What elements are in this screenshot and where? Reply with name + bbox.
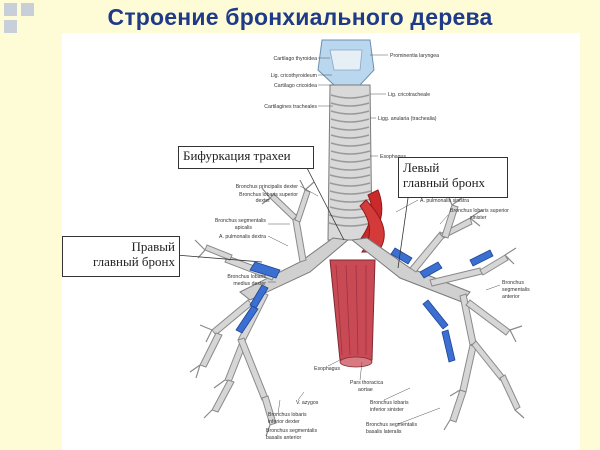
- bronchial-tree-illustration: Cartilago thyroidea Prominentia laryngea…: [175, 39, 530, 441]
- label-ligg-anularia: Ligg. anularia (trachealia): [378, 116, 437, 122]
- pulmonary-vessels-blue: [235, 247, 494, 363]
- label-bronchus-lobaris-superior-sinister-2: sinister: [470, 215, 487, 221]
- label-cartilago-thyroidea: Cartilago thyroidea: [273, 56, 317, 62]
- label-bronchus-segmentalis-anterior-3: anterior: [502, 294, 520, 300]
- label-bronchus-lobaris-superior-dexter-2: dexter: [256, 198, 271, 204]
- corner-decoration: [0, 0, 60, 40]
- label-esophagus-top: Esophagus: [380, 154, 406, 160]
- label-bronchus-lobaris-inferior-dexter-2: inferior dexter: [268, 419, 300, 425]
- label-lig-cricotracheale: Lig. cricotracheale: [388, 92, 430, 98]
- label-esophagus-bottom: Esophagus: [314, 366, 340, 372]
- label-bronchus-segmentalis-basalis-anterior: Bronchus segmentalis: [266, 428, 317, 434]
- label-bronchus-segmentalis-anterior: Bronchus: [502, 280, 524, 286]
- label-pars-thoracica-aortae: Pars thoracica: [350, 380, 383, 386]
- left-bronchial-branches: [409, 204, 521, 423]
- label-pars-thoracica-aortae-2: aortae: [358, 387, 373, 393]
- bronchiole-twigs: [189, 179, 525, 437]
- label-bronchus-lobaris-inferior-sinister: Bronchus lobaris: [370, 400, 409, 406]
- label-a-pulmonalis-dextra: A. pulmonalis dextra: [219, 234, 266, 240]
- slide-title: Строение бронхиального дерева: [107, 4, 493, 30]
- callout-bifurcation-text: Бифуркация трахеи: [183, 148, 291, 163]
- callout-left-main-bronchus-line2: главный бронх: [403, 175, 486, 190]
- label-bronchus-segmentalis-basalis-lateralis: Bronchus segmentalis: [366, 422, 417, 428]
- label-bronchus-lobaris-inferior-dexter: Bronchus lobaris: [268, 412, 307, 418]
- label-lig-cricothyroideum: Lig. cricothyroideum: [271, 73, 317, 79]
- callout-right-main-bronchus: Правый главный бронх: [62, 236, 180, 277]
- left-main-bronchus: [350, 237, 471, 303]
- label-bronchus-segmentalis-apicalis-2: apicalis: [235, 225, 253, 231]
- leader-lines: [267, 54, 501, 425]
- label-bronchus-lobaris-inferior-sinister-2: inferior sinister: [370, 407, 404, 413]
- callout-right-main-bronchus-line1: Правый: [131, 239, 176, 254]
- label-bronchus-lobaris-medius-2: medius dexter: [233, 281, 266, 287]
- label-cartilago-cricoidea: Cartilago cricoidea: [274, 83, 317, 89]
- label-bronchus-lobaris-superior-dexter: Bronchus lobaris superior: [239, 192, 298, 198]
- label-a-pulmonalis-sinistra: A. pulmonalis sinistra: [420, 198, 469, 204]
- label-bronchus-segmentalis-anterior-2: segmentalis: [502, 287, 530, 293]
- label-cartilagines-tracheales: Cartilagines tracheales: [264, 104, 317, 110]
- callout-bifurcation: Бифуркация трахеи: [178, 146, 314, 169]
- callout-connectors: [175, 167, 409, 269]
- callout-left-main-bronchus-line1: Левый: [403, 160, 440, 175]
- label-bronchus-segmentalis-apicalis: Bronchus segmentalis: [215, 218, 266, 224]
- label-v-azygos: V. azygos: [296, 400, 319, 406]
- right-bronchial-branches: [199, 189, 311, 426]
- callout-left-main-bronchus: Левый главный бронх: [398, 157, 508, 198]
- esophagus: [329, 259, 376, 361]
- callout-right-main-bronchus-line2: главный бронх: [92, 254, 175, 269]
- label-bronchus-lobaris-medius: Bronchus lobaris: [227, 274, 266, 280]
- trachea: [327, 84, 373, 241]
- larynx: [317, 39, 375, 86]
- latin-labels: Cartilago thyroidea Prominentia laryngea…: [215, 53, 530, 441]
- label-bronchus-segmentalis-basalis-lateralis-2: basalis lateralis: [366, 429, 402, 435]
- label-bronchus-segmentalis-basalis-anterior-2: basalis anterior: [266, 435, 301, 441]
- label-bronchus-principalis-dexter: Bronchus principalis dexter: [236, 184, 299, 190]
- label-bronchus-lobaris-superior-sinister: Bronchus lobaris superior: [450, 208, 509, 214]
- label-prominentia-laryngea: Prominentia laryngea: [390, 53, 439, 59]
